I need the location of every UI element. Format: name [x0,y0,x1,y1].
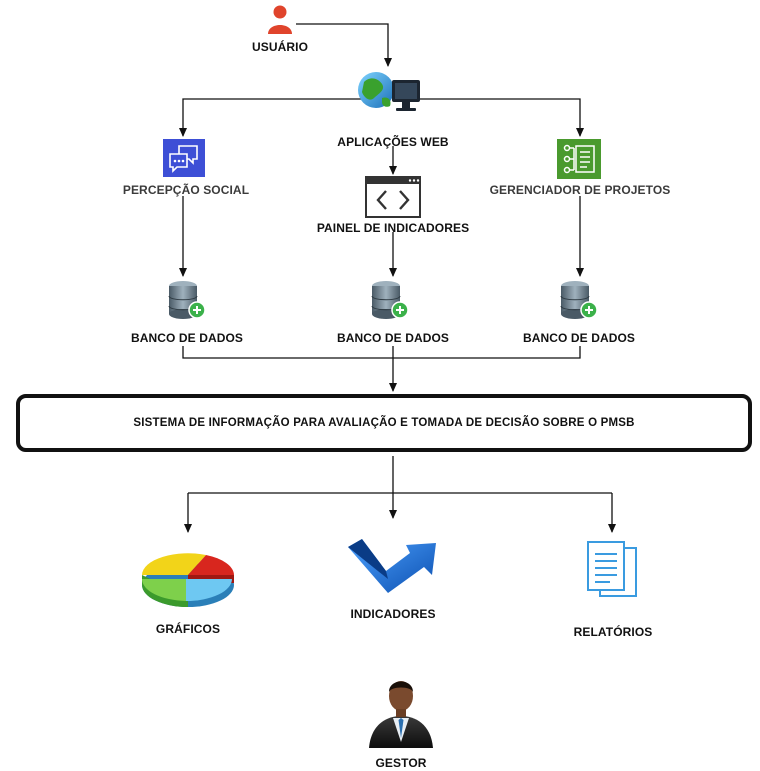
database-add-icon [168,281,206,319]
documents-icon [587,541,637,597]
chat-bubbles-icon [163,139,205,177]
label-aplicacoes-web: APLICAÇÕES WEB [337,135,449,149]
system-box: SISTEMA DE INFORMAÇÃO PARA AVALIAÇÃO E T… [16,394,752,452]
code-window-icon [365,176,421,218]
trend-arrow-icon [348,539,436,593]
label-relatorios: RELATÓRIOS [573,625,653,639]
system-title: SISTEMA DE INFORMAÇÃO PARA AVALIAÇÃO E T… [133,417,635,429]
connector-db-merge [182,346,581,359]
label-indicadores: INDICADORES [350,607,436,621]
businessman-icon [369,681,433,748]
database-add-icon [371,281,409,319]
label-gestor: GESTOR [375,756,427,770]
connector-web-percepcao [179,98,366,137]
globe-monitor-icon [358,72,420,111]
connector-web-gerenciador [418,98,584,137]
label-banco-dados-3: BANCO DE DADOS [522,331,636,345]
label-banco-dados-1: BANCO DE DADOS [130,331,244,345]
label-banco-dados-2: BANCO DE DADOS [336,331,450,345]
connectors [179,23,616,533]
project-board-icon [557,139,601,179]
connector-user-web [296,23,392,67]
label-graficos: GRÁFICOS [155,622,221,636]
label-percepcao-social: PERCEPÇÃO SOCIAL [122,183,250,197]
pie-chart-icon [141,553,234,607]
label-usuario: USUÁRIO [251,40,309,54]
database-add-icon [560,281,598,319]
label-painel-indicadores: PAINEL DE INDICADORES [316,221,470,235]
person-icon [268,5,292,34]
label-gerenciador-projetos: GERENCIADOR DE PROJETOS [489,183,671,197]
